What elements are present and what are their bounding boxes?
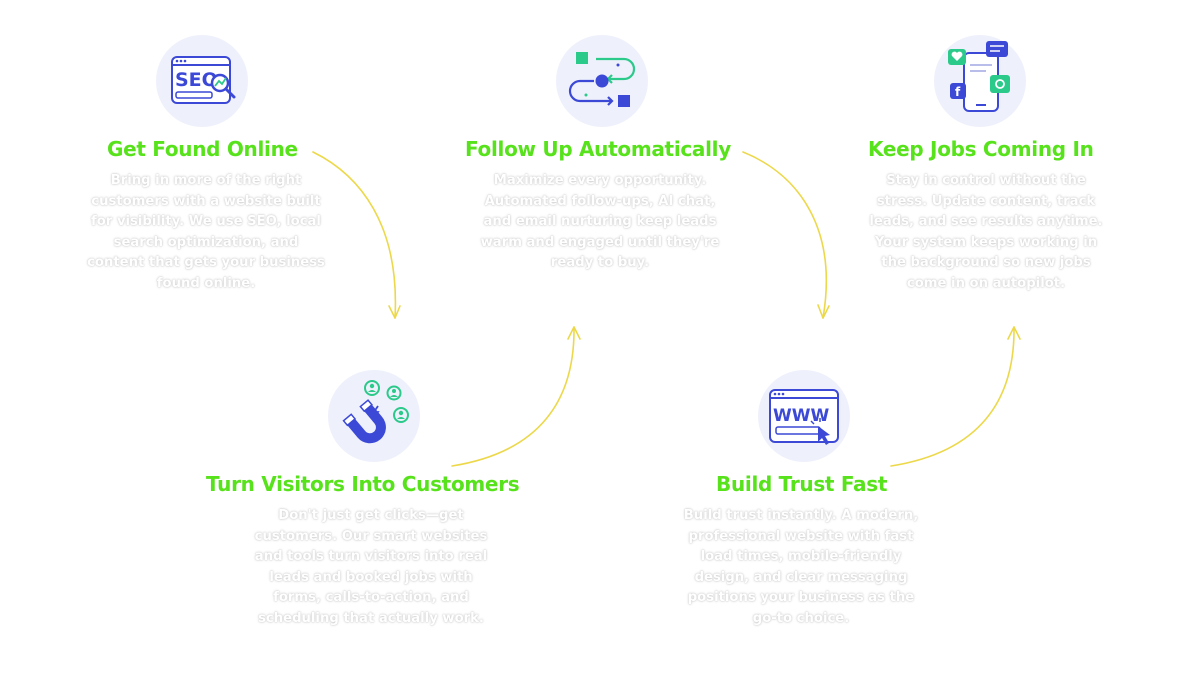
step-description-keep-jobs-coming-in: Stay in control without the stress. Upda…	[869, 173, 1103, 291]
svg-text:WWW: WWW	[773, 406, 830, 426]
step-description-build-trust-fast: Build trust instantly. A modern, profess…	[683, 508, 919, 626]
magnet-icon	[328, 370, 420, 462]
arrow-step4-to-step5	[890, 326, 1015, 467]
step-title-build-trust-fast: Build Trust Fast	[716, 472, 888, 496]
svg-text:f: f	[955, 85, 961, 99]
mobile-social-icon: f	[934, 35, 1026, 127]
svg-text:SEO: SEO	[175, 69, 218, 91]
www-browser-icon: WWW	[758, 370, 850, 462]
step-title-keep-jobs-coming-in: Keep Jobs Coming In	[868, 137, 1094, 161]
arrow-step2-to-step3	[451, 326, 575, 467]
step-description-follow-up-automatically: Maximize every opportunity. Automated fo…	[480, 173, 720, 270]
step-title-follow-up-automatically: Follow Up Automatically	[465, 137, 731, 161]
arrow-step3-to-step4	[742, 151, 828, 319]
step-title-turn-visitors-into-customers: Turn Visitors Into Customers	[206, 472, 520, 496]
step-description-get-found-online: Bring in more of the right customers wit…	[87, 173, 325, 291]
arrowhead-1	[388, 305, 401, 319]
arrow-step1-to-step2	[312, 151, 397, 319]
seo-icon: SEO	[156, 35, 248, 127]
step-description-turn-visitors-into-customers: Don't just get clicks—get customers. Our…	[254, 508, 488, 626]
step-title-get-found-online: Get Found Online	[107, 137, 298, 161]
arrowhead-2	[567, 326, 581, 340]
automation-flow-icon	[556, 35, 648, 127]
arrowhead-3	[817, 304, 830, 319]
arrowhead-4	[1007, 326, 1021, 340]
